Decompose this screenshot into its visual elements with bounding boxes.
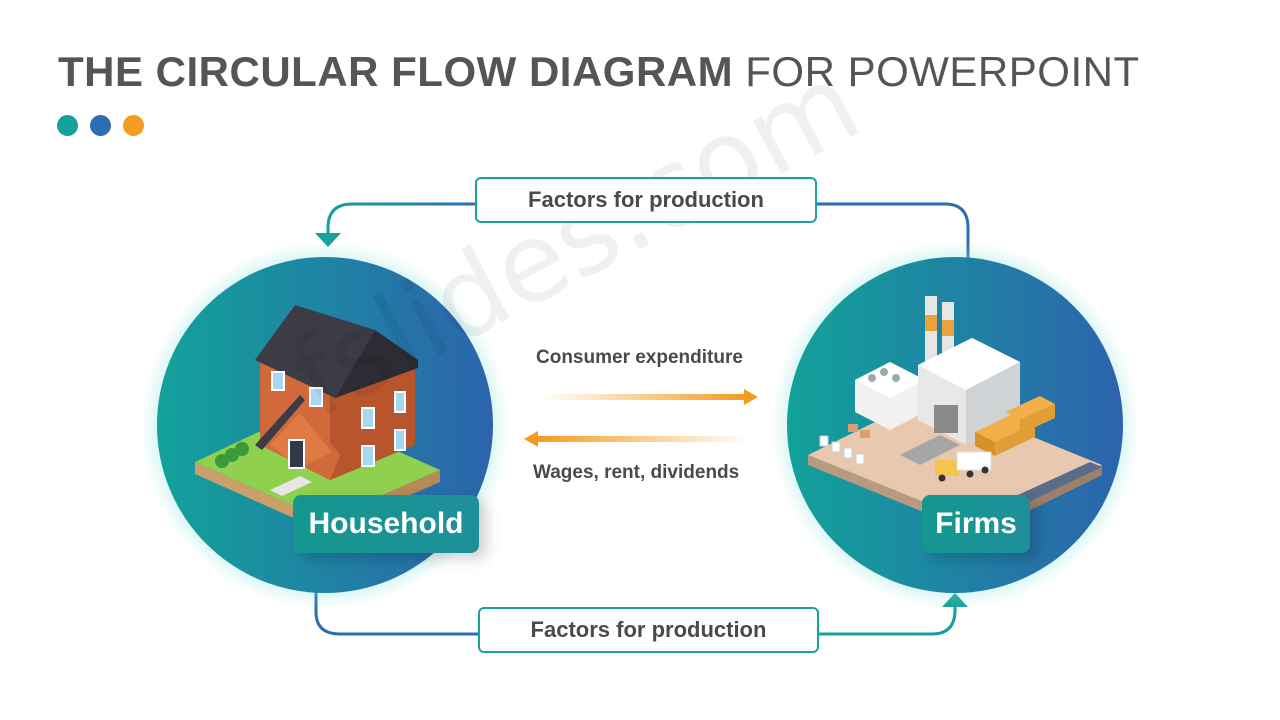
consumer-expenditure-label: Consumer expenditure xyxy=(536,347,743,368)
bottom-factors-box: Factors for production xyxy=(478,607,819,653)
title-light: FOR POWERPOINT xyxy=(745,48,1140,95)
title-bold: THE CIRCULAR FLOW DIAGRAM xyxy=(58,48,734,95)
arrow-right-icon xyxy=(744,389,758,405)
top-factors-box: Factors for production xyxy=(475,177,817,223)
top-flow-line-left xyxy=(326,202,475,236)
bottom-flow-line-right xyxy=(819,604,957,636)
arrow-left-icon xyxy=(524,431,538,447)
top-flow-line-right xyxy=(817,202,970,262)
house-icon xyxy=(195,305,440,532)
firms-label: Firms xyxy=(922,495,1030,553)
wages-arrow-shaft xyxy=(536,436,750,442)
page-title: THE CIRCULAR FLOW DIAGRAM FOR POWERPOINT xyxy=(58,48,1140,96)
wages-rent-dividends-label: Wages, rent, dividends xyxy=(533,462,740,483)
household-label: Household xyxy=(293,495,479,553)
arrow-down-icon xyxy=(315,233,341,247)
accent-dot-orange xyxy=(123,115,144,136)
consumer-expenditure-arrow-shaft xyxy=(540,394,746,400)
accent-dot-teal xyxy=(57,115,78,136)
accent-dot-blue xyxy=(90,115,111,136)
bottom-flow-line-left xyxy=(314,590,478,636)
